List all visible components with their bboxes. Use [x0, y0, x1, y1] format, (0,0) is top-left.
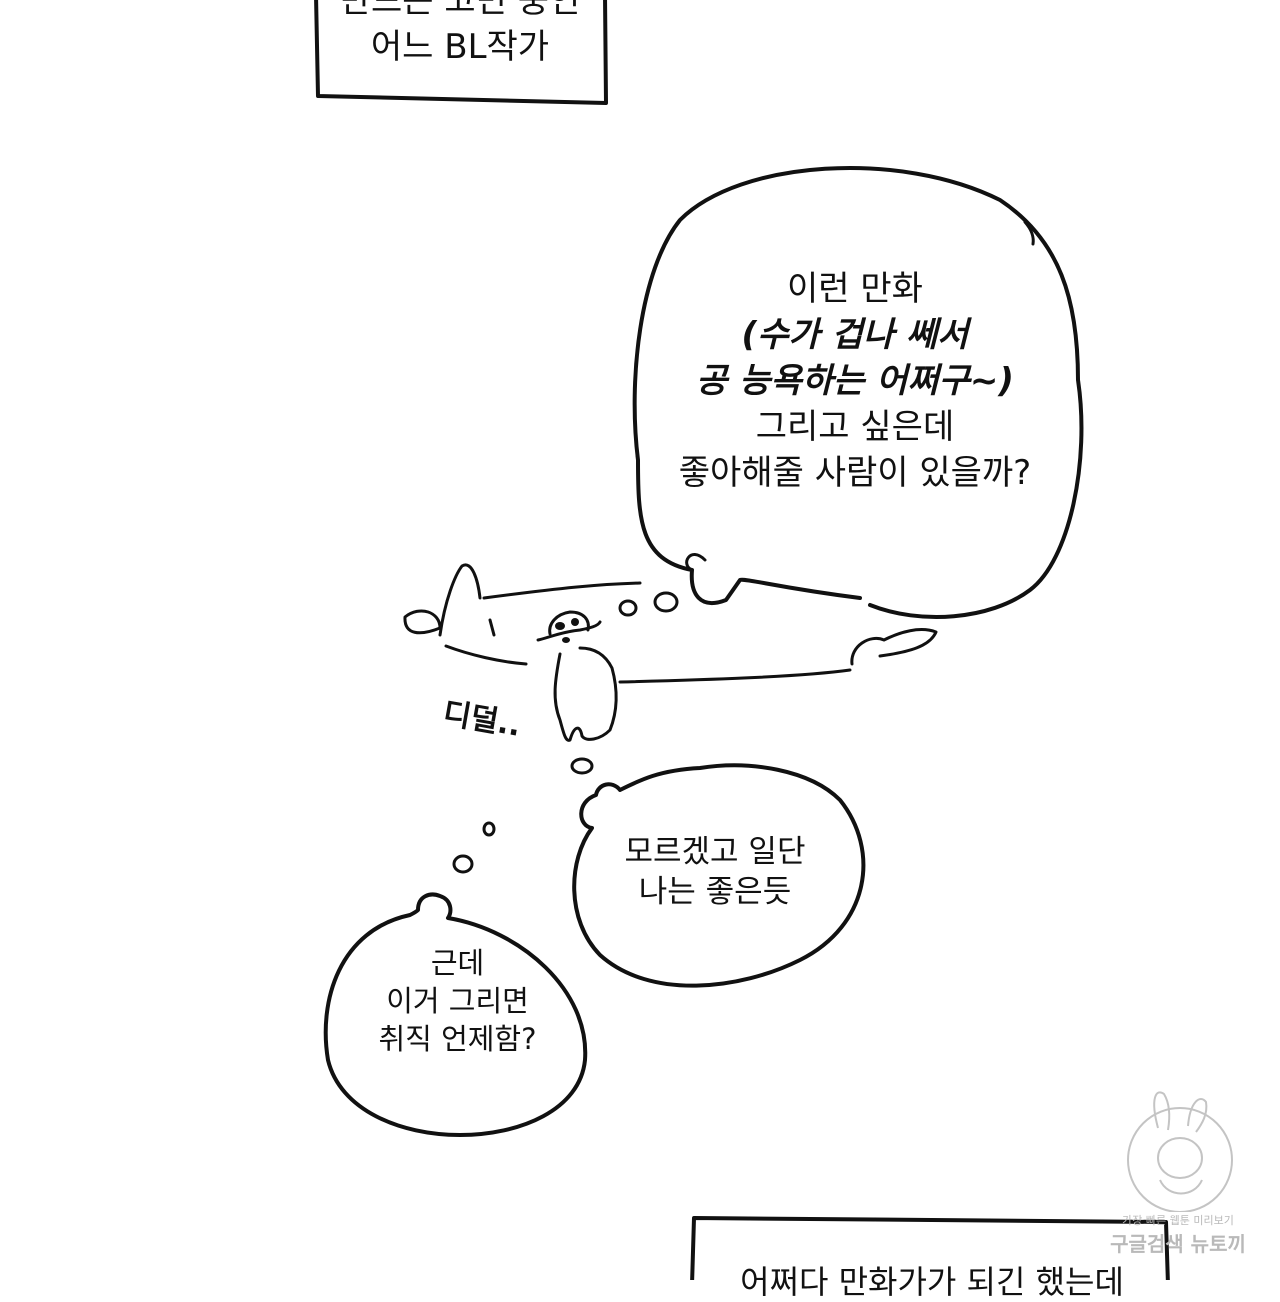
watermark-line-2: 구글검색 뉴토끼 — [1110, 1232, 1246, 1256]
main-bubble-text: 이런 만화 (수가 겁나 쎄서 공 능욕하는 어쩌구~) 그리고 싶은데 좋아해… — [655, 266, 1055, 496]
bunny-girl-mascot-icon — [1127, 1091, 1233, 1212]
top-caption-line-1: 만드는 고민 중인 — [339, 0, 581, 21]
middle-bubble-text: 모르겠고 일단 나는 좋은듯 — [580, 832, 850, 912]
left-bubble-line-1: 근데 — [430, 946, 485, 980]
main-bubble-line-2: (수가 겁나 쎄서 — [741, 315, 969, 355]
thought-dot-large — [653, 591, 679, 613]
main-bubble-line-5: 좋아해줄 사람이 있을까? — [678, 453, 1032, 493]
thought-dot-mid-2 — [452, 854, 474, 874]
trembling-character — [536, 610, 618, 742]
left-thought-bubble — [323, 892, 588, 1137]
main-bubble-line-1: 이런 만화 — [787, 269, 923, 309]
top-caption-text: 만드는 고민 중인 어느 BL작가 — [330, 0, 590, 70]
top-caption-line-2: 어느 BL작가 — [370, 27, 550, 67]
thought-dot-small — [618, 599, 638, 617]
top-caption-box — [314, 0, 608, 105]
left-bubble-line-3: 취직 언제함? — [378, 1022, 537, 1056]
watermark-line-1: 가장 빠른 웹툰 미리보기 — [1122, 1214, 1234, 1227]
watermark: 가장 빠른 웹툰 미리보기 구글검색 뉴토끼 — [1098, 1088, 1258, 1258]
main-bubble-line-4: 그리고 싶은데 — [755, 407, 955, 447]
main-bubble-line-3: 공 능욕하는 어쩌구~) — [696, 361, 1014, 401]
thought-dot-mid-1 — [570, 757, 594, 775]
middle-thought-bubble — [572, 763, 866, 988]
middle-bubble-line-2: 나는 좋은듯 — [638, 874, 792, 910]
thought-dot-mid-3 — [482, 821, 496, 837]
middle-bubble-line-1: 모르겠고 일단 — [624, 834, 806, 870]
bottom-caption-box — [690, 1216, 1170, 1280]
bottom-caption-line-1: 어쩌다 만화가가 되긴 했는데 — [740, 1263, 1124, 1301]
main-thought-bubble — [632, 166, 1084, 619]
bottom-caption-text: 어쩌다 만화가가 되긴 했는데 — [712, 1262, 1152, 1302]
left-bubble-text: 근데 이거 그리면 취직 언제함? — [335, 944, 580, 1058]
left-bubble-line-2: 이거 그리면 — [386, 984, 529, 1018]
